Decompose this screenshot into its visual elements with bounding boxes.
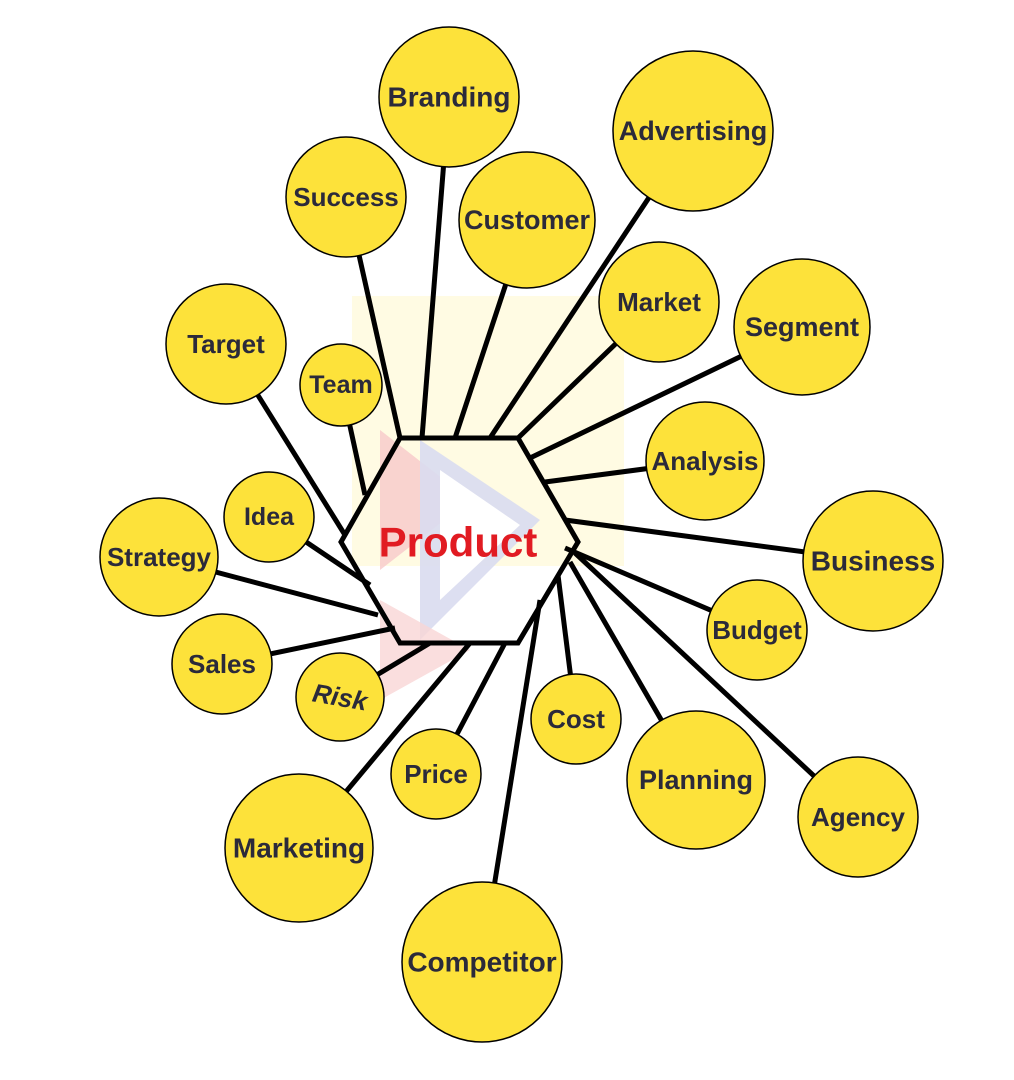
bubble-advertising: Advertising [612,50,774,212]
bubble-label-competitor: Competitor [407,947,556,978]
bubble-label-team: Team [309,371,372,399]
bubble-cost: Cost [530,673,622,765]
bubble-label-sales: Sales [188,649,256,679]
bubble-team: Team [299,343,383,427]
bubble-strategy: Strategy [99,497,219,617]
bubble-segment: Segment [733,258,871,396]
connector-agency [573,551,860,819]
bubble-customer: Customer [458,151,596,289]
bubble-label-branding: Branding [388,82,511,113]
bubble-label-strategy: Strategy [107,542,212,572]
bubble-circle-sales [171,613,273,715]
bubble-label-idea: Idea [244,503,295,531]
bubble-circle-strategy [99,497,219,617]
bubble-circle-budget [706,579,808,681]
bubble-label-business: Business [811,546,936,577]
center-hexagon [338,435,581,646]
bubble-label-target: Target [187,329,265,359]
bubble-circle-advertising [612,50,774,212]
bubble-circle-business [802,490,944,632]
bubble-label-price: Price [404,759,468,789]
bubble-circle-competitor [401,881,563,1043]
bubble-planning: Planning [626,710,766,850]
bubble-label-cost: Cost [547,704,605,734]
bubble-label-agency: Agency [811,802,905,832]
bubble-sales: Sales [171,613,273,715]
bubble-label-customer: Customer [464,205,591,235]
bubble-label-segment: Segment [745,312,859,342]
bubble-circle-target [165,283,287,405]
bubble-risk: Risk [295,652,385,742]
bubble-circle-branding [378,26,520,168]
topic-bubbles: BrandingAdvertisingSuccessCustomerMarket… [99,26,944,1043]
bubble-circle-success [285,136,407,258]
bubble-business: Business [802,490,944,632]
bubble-circle-risk [295,652,385,742]
bubble-target: Target [165,283,287,405]
bubble-circle-team [299,343,383,427]
bubble-budget: Budget [706,579,808,681]
bubble-circle-segment [733,258,871,396]
bubble-competitor: Competitor [401,881,563,1043]
center-node: Product [338,435,581,646]
bubble-label-analysis: Analysis [652,446,759,476]
bubble-market: Market [598,241,720,363]
bubble-circle-customer [458,151,596,289]
bubble-label-success: Success [293,182,399,212]
bubble-price: Price [390,728,482,820]
bubble-marketing: Marketing [224,773,374,923]
bubble-analysis: Analysis [645,401,765,521]
bubble-label-planning: Planning [639,765,753,795]
bubble-circle-planning [626,710,766,850]
bubble-idea: Idea [223,471,315,563]
bubble-label-marketing: Marketing [233,833,365,864]
bubble-circle-agency [797,756,919,878]
bubble-label-advertising: Advertising [619,116,768,146]
bubble-circle-market [598,241,720,363]
bubble-agency: Agency [797,756,919,878]
bubble-circle-idea [223,471,315,563]
center-label: Product [379,519,538,566]
bubble-label-market: Market [617,287,701,317]
bubble-circle-analysis [645,401,765,521]
watermark-logo [352,296,624,700]
bubble-branding: Branding [378,26,520,168]
bubble-success: Success [285,136,407,258]
bubble-circle-cost [530,673,622,765]
bubble-circle-price [390,728,482,820]
bubble-circle-marketing [224,773,374,923]
bubble-label-budget: Budget [712,615,802,645]
